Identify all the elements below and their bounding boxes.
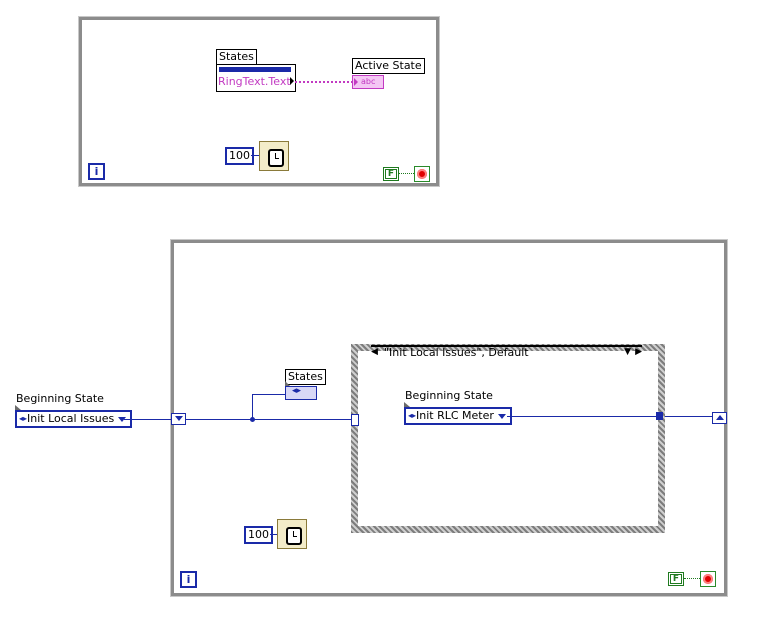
top-wait-wire [251, 155, 260, 156]
indicator-arrows-icon: ◂▸ [292, 386, 302, 396]
bottom-iteration-terminal: i [180, 571, 197, 588]
enum-corner [15, 405, 21, 410]
enum-corner [404, 402, 410, 407]
case-prev-icon[interactable]: ◀ [371, 347, 378, 357]
bottom-states-label: States [285, 369, 326, 385]
property-output-arrow [290, 77, 294, 85]
wire-across-to-indicator [252, 394, 286, 395]
states-indicator[interactable]: ◂▸ [285, 381, 317, 400]
top-stop-terminal[interactable] [414, 166, 430, 182]
shift-up-icon [716, 415, 724, 420]
wire-to-case [186, 419, 353, 420]
case-structure[interactable] [351, 344, 665, 533]
stop-icon [703, 574, 713, 584]
bottom-wait-constant[interactable]: 100 [244, 526, 273, 544]
stop-icon [417, 169, 427, 179]
wire-junction [250, 417, 255, 422]
enum-incdec-icon: ◂▸ [19, 414, 28, 423]
active-state-indicator[interactable]: abc [352, 75, 384, 89]
bottom-stop-wire [684, 578, 700, 579]
case-selector[interactable]: ◀ "Init Local Issues", Default ▼ ▶ [371, 345, 642, 359]
case-selector-terminal[interactable] [351, 414, 359, 426]
beginning-state-value: Init Local Issues [27, 412, 115, 425]
chevron-down-icon [118, 417, 127, 422]
top-false-constant[interactable]: F [383, 167, 399, 181]
shift-down-icon [175, 416, 183, 421]
enum-incdec-icon: ◂▸ [408, 411, 417, 420]
indicator-text: abc [361, 77, 376, 86]
inner-beginning-state-enum[interactable]: ◂▸ Init RLC Meter [404, 402, 512, 425]
top-iteration-terminal: i [88, 163, 105, 180]
bottom-stop-terminal[interactable] [700, 571, 716, 587]
case-dropdown-icon[interactable]: ▼ [624, 347, 631, 357]
case-output-tunnel [656, 412, 663, 420]
wire-to-shift-register [665, 416, 713, 417]
top-stop-wire [399, 173, 414, 174]
property-node-header [219, 67, 291, 72]
chevron-down-icon [497, 414, 506, 419]
inner-beginning-state-label: Beginning State [405, 389, 493, 402]
bottom-wait-wire [270, 534, 278, 535]
wire-case-out [507, 416, 659, 417]
top-wait-function[interactable] [259, 141, 289, 171]
left-shift-register[interactable] [171, 413, 186, 425]
wire-up-to-indicator [252, 394, 253, 419]
top-states-label: States [216, 49, 257, 65]
wire-into-loop [124, 419, 172, 420]
case-selector-text: "Init Local Issues", Default [384, 346, 529, 359]
indicator-corner [285, 381, 290, 386]
right-shift-register[interactable] [712, 412, 727, 424]
inner-beginning-state-value: Init RLC Meter [416, 409, 494, 422]
string-wire [295, 81, 353, 83]
clock-icon [268, 149, 284, 167]
case-next-icon[interactable]: ▶ [635, 347, 642, 357]
beginning-state-label: Beginning State [16, 392, 104, 405]
clock-icon [286, 527, 302, 545]
property-node[interactable]: RingText.Text [216, 64, 296, 92]
property-node-text: RingText.Text [218, 75, 291, 88]
bottom-false-constant[interactable]: F [668, 572, 684, 586]
beginning-state-enum[interactable]: ◂▸ Init Local Issues [15, 405, 133, 428]
active-state-label: Active State [352, 58, 425, 74]
bottom-wait-function[interactable] [277, 519, 307, 549]
indicator-arrow [354, 78, 358, 86]
top-wait-constant[interactable]: 100 [225, 147, 254, 165]
